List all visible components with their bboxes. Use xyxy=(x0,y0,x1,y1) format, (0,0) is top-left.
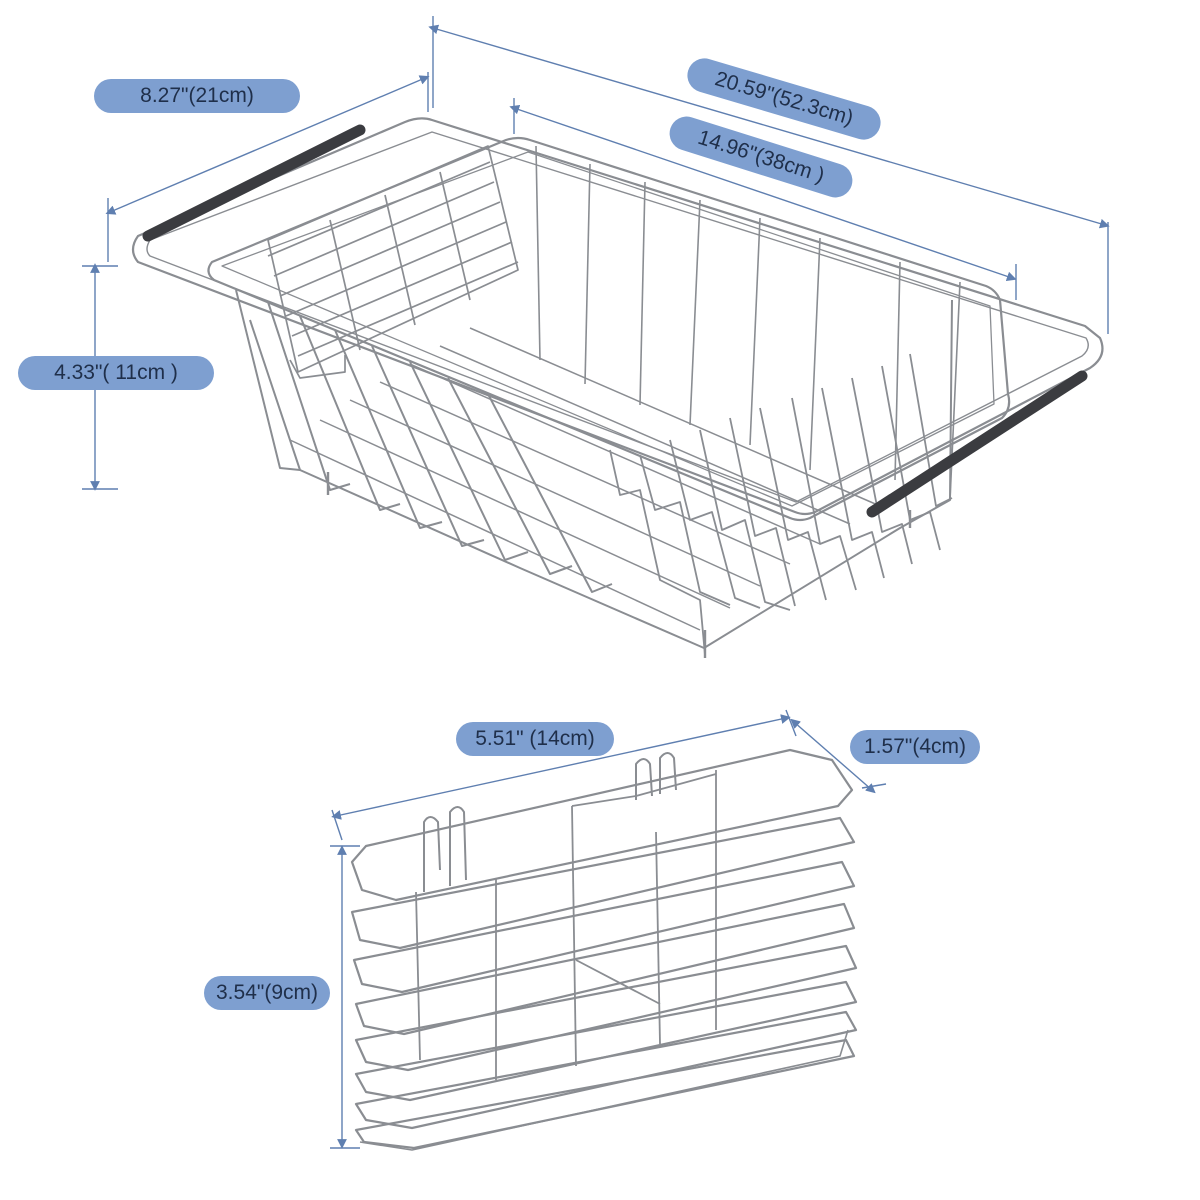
holder-length-label: 5.51" (14cm) xyxy=(456,722,614,756)
rack-height-label: 4.33"( 11cm ) xyxy=(18,356,214,390)
basket-rim xyxy=(207,136,1011,522)
utensil-holder xyxy=(350,748,858,1151)
dish-rack xyxy=(131,117,1104,658)
holder-dimension-lines xyxy=(330,709,887,1149)
rack-outer-frame-inner xyxy=(146,131,1089,503)
holder-width-label: 1.57"(4cm) xyxy=(850,730,980,764)
rack-handle-right xyxy=(866,370,1088,518)
holder-height-label: 3.54"(9cm) xyxy=(204,976,330,1010)
rack-depth-label: 8.27"(21cm) xyxy=(94,79,300,113)
basket-bottom xyxy=(249,299,953,649)
